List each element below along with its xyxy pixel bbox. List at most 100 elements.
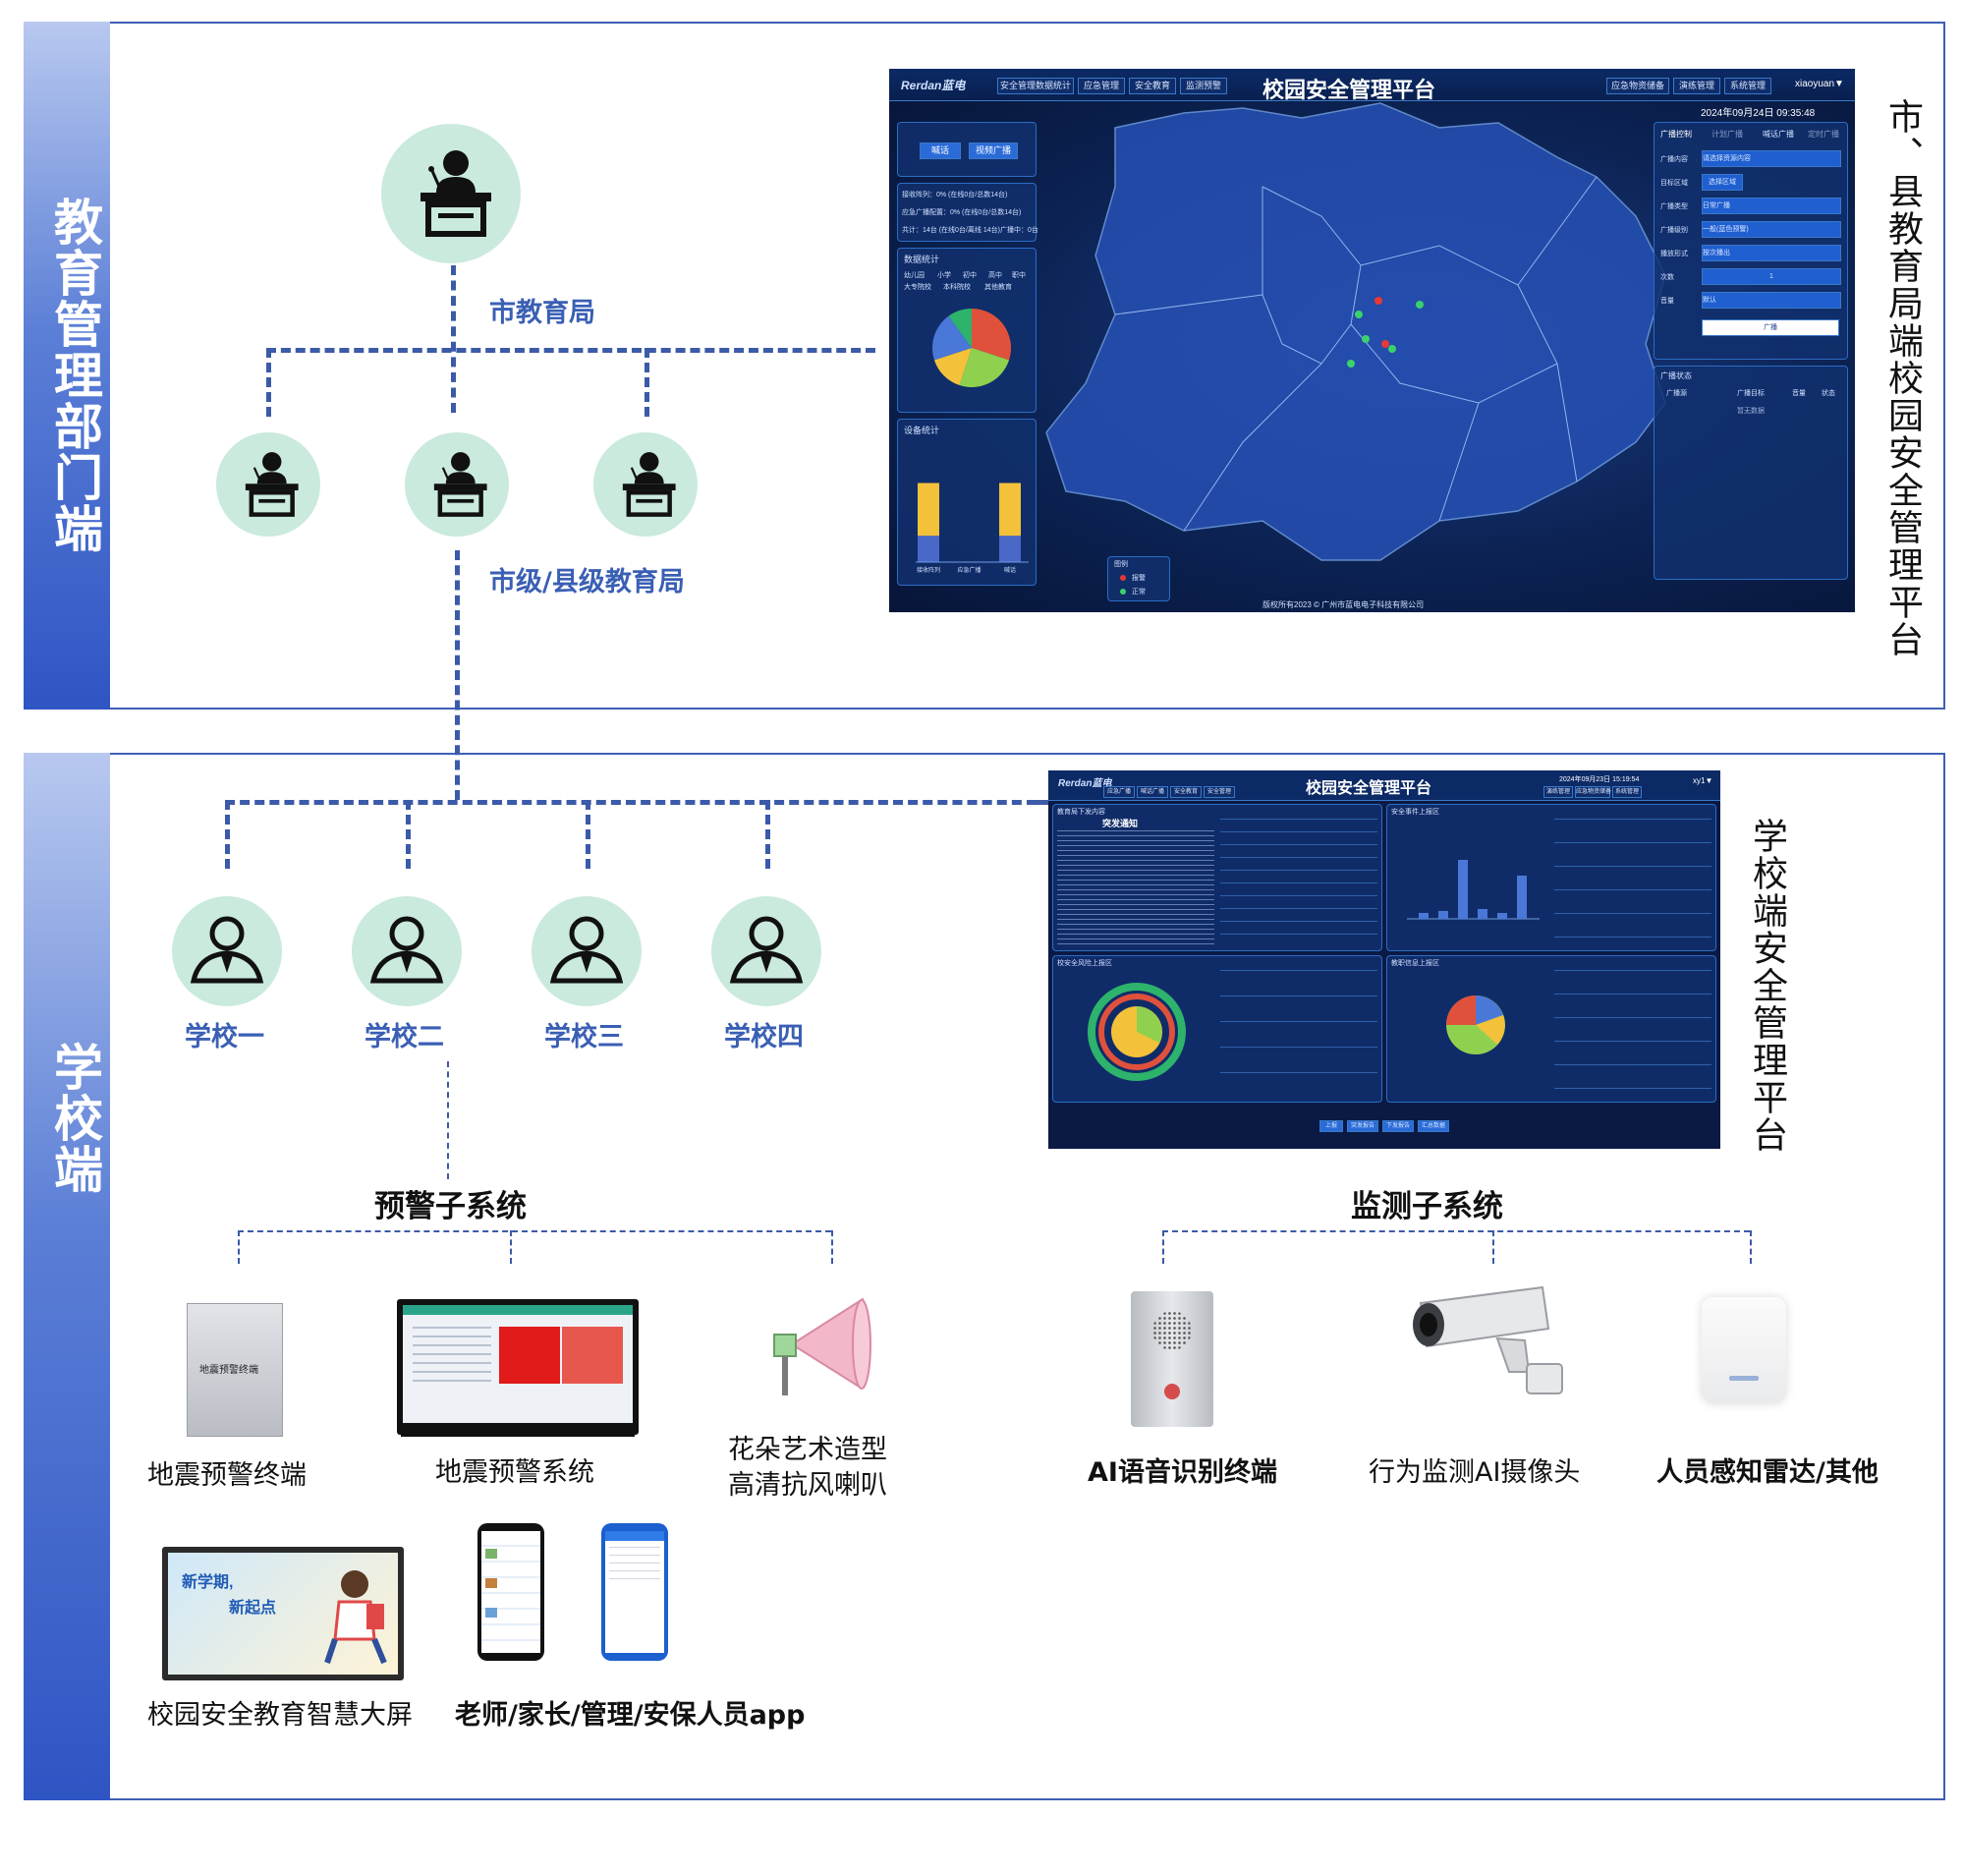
ai-camera-icon: [1413, 1285, 1563, 1394]
right-tab[interactable]: 定时广播: [1808, 130, 1839, 139]
user-menu[interactable]: xy1▼: [1693, 776, 1713, 785]
legend-item: 幼儿园: [904, 272, 925, 279]
form-field[interactable]: 请选择资源内容: [1702, 150, 1841, 167]
call-button-icon: [1164, 1384, 1180, 1399]
connector: [1162, 1230, 1750, 1232]
tab-drill[interactable]: 演练管理: [1673, 78, 1720, 94]
broadcast-button[interactable]: 广播: [1702, 319, 1839, 336]
user-tie-icon: [369, 916, 444, 984]
connector: [1750, 1230, 1752, 1264]
video-broadcast-button[interactable]: 视频广播: [969, 142, 1018, 159]
connector: [225, 800, 230, 869]
safety-event-panel: 安全事件上报区: [1386, 804, 1716, 951]
school-label: 学校三: [544, 1022, 624, 1052]
tab[interactable]: 安全管理: [1204, 786, 1235, 798]
phone-screen: [605, 1531, 664, 1653]
county-bureau-node: [593, 432, 698, 537]
form-field[interactable]: 日常广播: [1702, 198, 1841, 214]
report-button[interactable]: 上报: [1319, 1120, 1343, 1132]
tab[interactable]: 应急广播: [1103, 786, 1135, 798]
screen-datetime: 2024年09月23日 15:19:54: [1559, 776, 1640, 783]
tab[interactable]: 系统管理: [1612, 786, 1642, 798]
school-node: [352, 896, 462, 1006]
right-tab[interactable]: 计划广播: [1711, 130, 1743, 139]
summary-button[interactable]: 汇总数据: [1418, 1120, 1449, 1132]
normal-dot-icon: [1120, 589, 1126, 595]
info-panel: [562, 1327, 623, 1384]
bottom-sidebar: [24, 753, 110, 1800]
list-thumb: [485, 1578, 497, 1588]
tab-system[interactable]: 系统管理: [1724, 78, 1771, 94]
notice-list: [1220, 819, 1377, 946]
connector: [645, 348, 649, 417]
emergency-report-button[interactable]: 突发报告: [1347, 1120, 1378, 1132]
bar-接收阵列-在线: [918, 536, 939, 562]
tab-supplies[interactable]: 应急物资储备: [1606, 78, 1669, 94]
tab[interactable]: 喊话广播: [1137, 786, 1168, 798]
connector: [510, 1230, 512, 1264]
connector: [765, 800, 770, 869]
shout-button[interactable]: 喊话: [920, 142, 961, 159]
form-field[interactable]: 一般(蓝色预警): [1702, 221, 1841, 238]
school-label: 学校四: [724, 1022, 804, 1052]
form-field[interactable]: 默认: [1702, 292, 1841, 309]
form-label: 广播类型: [1660, 203, 1688, 210]
county-bureau-label: 市级/县级教育局: [489, 567, 685, 597]
tab-data-stats[interactable]: 安全管理数据统计: [997, 78, 1074, 94]
bar-喊话-离线: [999, 483, 1021, 537]
legend-item: 大专院校: [904, 284, 931, 291]
panel-title: 设备统计: [904, 426, 940, 435]
flower-horn-speaker-icon: [773, 1297, 871, 1395]
screen-title: 校园安全管理平台: [1306, 778, 1432, 797]
app-label: 老师/家长/管理/安保人员app: [455, 1700, 806, 1731]
monitor-header: [403, 1305, 633, 1315]
right-tab[interactable]: 喊话广播: [1763, 130, 1794, 139]
map-legend: 图例 报警 正常: [1107, 556, 1170, 601]
pie-slice-小学: [959, 348, 1010, 387]
alert-panel: [499, 1327, 560, 1384]
app-header: [605, 1531, 664, 1541]
device-stats-bar-chart: 接收阵列应急广播喊话: [916, 483, 1029, 574]
city-bureau-node: [381, 124, 521, 263]
form-field[interactable]: 选择区域: [1702, 174, 1743, 191]
device-stats-panel: 设备统计 接收阵列应急广播喊话: [897, 419, 1037, 586]
panel-title: 安全事件上报区: [1391, 809, 1439, 816]
top-section-title: 教育管理部门端: [46, 197, 103, 554]
user-menu[interactable]: xiaoyuan▼: [1795, 79, 1844, 89]
staff-info-panel: 教职信息上报区: [1386, 955, 1716, 1103]
form-field[interactable]: 1: [1702, 268, 1841, 285]
bottom-platform-label: 学校端安全管理平台: [1747, 818, 1787, 1154]
connector: [447, 1061, 449, 1179]
tab[interactable]: 安全教育: [1170, 786, 1202, 798]
list-thumb: [485, 1608, 497, 1618]
connector: [406, 800, 411, 869]
tab-monitoring[interactable]: 监测预警: [1180, 78, 1227, 94]
pie-slice-幼儿园: [972, 309, 1011, 361]
tab[interactable]: 应急物资储备: [1575, 786, 1611, 798]
screen-logo: Rerdan蓝电: [1058, 778, 1112, 789]
tab-safety-education[interactable]: 安全教育: [1129, 78, 1176, 94]
county-bureau-node: [216, 432, 320, 537]
issue-report-button[interactable]: 下发报告: [1382, 1120, 1414, 1132]
bar-tick-label: 喊话: [1004, 566, 1016, 574]
broadcast-status-panel: 广播状态 广播源 广播目标 音量 状态 暂无数据: [1654, 366, 1848, 580]
right-tab[interactable]: 广播控制: [1660, 130, 1692, 139]
podium-speaker-icon: [421, 150, 491, 237]
legend-item: 小学: [937, 272, 951, 279]
form-field[interactable]: 按次播出: [1702, 245, 1841, 261]
staff-table: [1554, 970, 1711, 1098]
legend-item: 本科院校: [943, 284, 971, 291]
screen-logo: Rerdan蓝电: [901, 79, 966, 92]
legend-item: 报警: [1132, 575, 1146, 582]
podium-speaker-icon: [622, 452, 676, 517]
form-label: 目标区域: [1660, 180, 1688, 187]
form-label: 广播级别: [1660, 227, 1688, 234]
tab[interactable]: 演练管理: [1543, 786, 1573, 798]
monitor-stand: [401, 1431, 635, 1437]
stat-line: 应急广播配置：0% (在线0台/总数14台): [902, 209, 1022, 216]
earthquake-terminal-image: 地震预警终端: [187, 1303, 283, 1437]
panel-title: 教育局下发内容: [1057, 809, 1105, 816]
data-stats-panel: 数据统计 幼儿园 小学 初中 高中 职中 大专院校 本科院校 其他教育: [897, 248, 1037, 413]
data-stats-pie-chart: [932, 309, 1011, 387]
tab-emergency[interactable]: 应急管理: [1078, 78, 1125, 94]
